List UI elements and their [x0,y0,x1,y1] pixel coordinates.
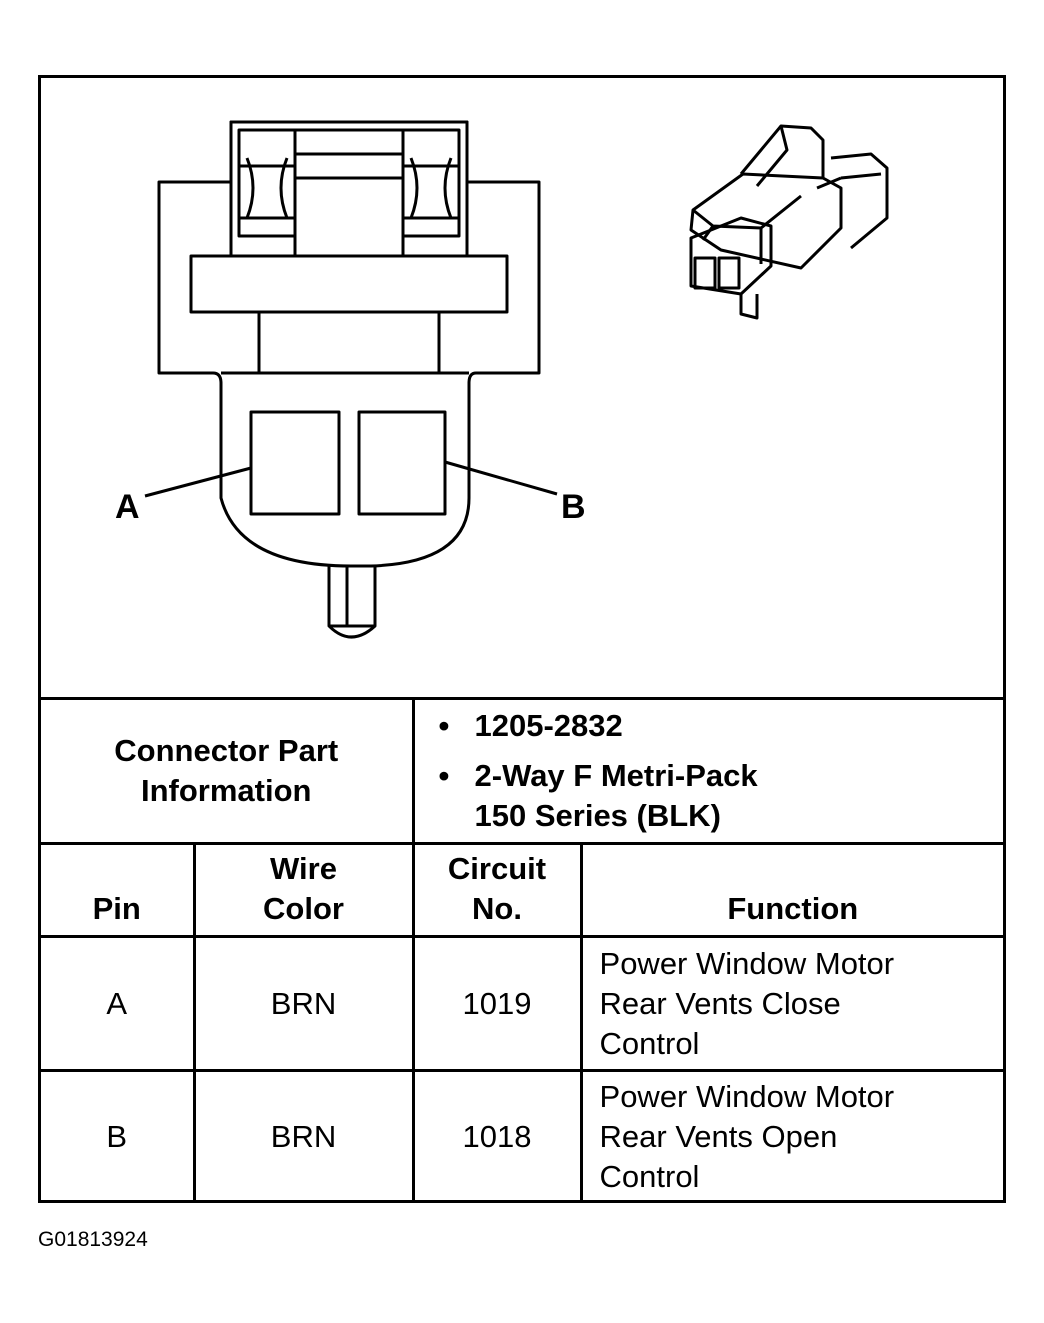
connector-drawing: A B [41,78,1003,698]
connector-body-outline [157,120,541,568]
connector-part-row: Connector Part Information • 1205-2832 •… [41,697,1004,845]
connector-face-view: A B [115,120,889,639]
wire-color-cell: BRN [192,1069,415,1202]
table-row: A BRN 1019 Power Window Motor Rear Vents… [41,935,1004,1072]
function-cell: Power Window Motor Rear Vents Open Contr… [579,1069,1004,1202]
diagram-frame: A B Connector Part Information • 1205-28… [38,75,1006,1203]
circuit-no-cell: 1019 [411,935,583,1072]
connector-info-table: Connector Part Information • 1205-2832 •… [41,697,1004,1202]
pin-cell: A [41,935,196,1072]
pin-cavity-b [357,410,447,516]
connector-part-label: Connector Part Information [41,697,415,845]
connector-isometric-view [689,124,889,320]
header-pin: Pin [41,842,196,938]
pin-cell: B [41,1069,196,1202]
header-function: Function [579,842,1004,938]
bullet-icon: • [438,708,450,743]
pin-label-b: B [561,488,586,526]
header-circuit-no: Circuit No. [411,842,583,938]
figure-id: G01813924 [38,1228,148,1251]
circuit-no-cell: 1018 [411,1069,583,1202]
bullet-icon: • [438,758,450,793]
table-row: B BRN 1018 Power Window Motor Rear Vents… [41,1069,1004,1202]
pin-label-a: A [115,488,140,526]
connector-part-info: • 1205-2832 • 2-Way F Metri-Pack 150 Ser… [411,697,1004,845]
wire-color-cell: BRN [192,935,415,1072]
function-cell: Power Window Motor Rear Vents Close Cont… [579,935,1004,1072]
crossbar [189,254,509,314]
part-bullet: • 2-Way F Metri-Pack 150 Series (BLK) [438,758,758,833]
connector-part-bullets: • 1205-2832 • 2-Way F Metri-Pack 150 Ser… [415,700,1004,842]
pin-cavity-a [249,410,341,516]
part-bullet: • 1205-2832 [439,706,1004,746]
header-wire-color: Wire Color [192,842,415,938]
column-header-row: Pin Wire Color Circuit No. Function [41,842,1004,938]
